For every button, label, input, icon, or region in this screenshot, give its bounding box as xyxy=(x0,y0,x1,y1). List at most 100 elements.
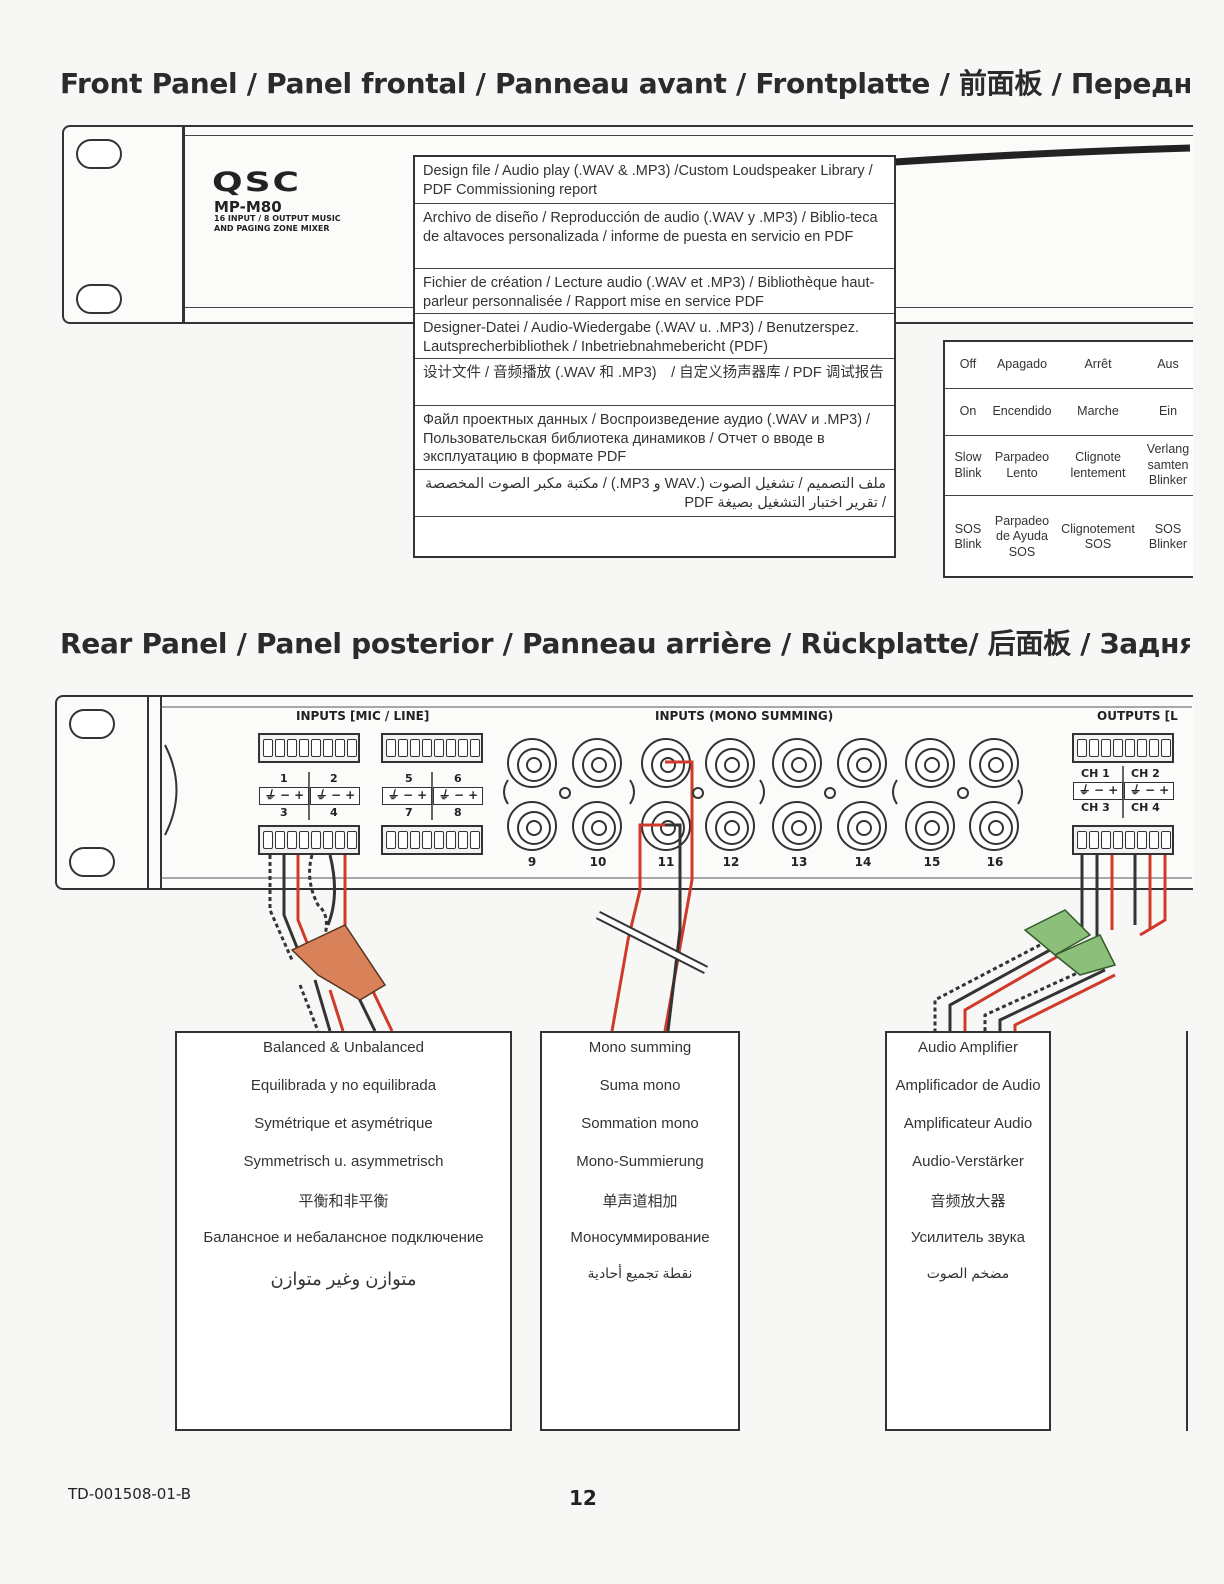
terminal-pin xyxy=(323,739,333,757)
front-panel-title: Front Panel / Panel frontal / Panneau av… xyxy=(60,67,1190,100)
rca-jack[interactable] xyxy=(969,738,1019,788)
terminal-pin xyxy=(1125,739,1135,757)
qsc-logo: QSC xyxy=(212,167,301,198)
front-rack-ear xyxy=(62,125,184,324)
terminal-pin xyxy=(470,831,480,849)
terminal-pin xyxy=(299,831,309,849)
output-channel: CH 2 xyxy=(1131,767,1160,780)
terminal-pin xyxy=(386,831,396,849)
terminal-pin xyxy=(410,739,420,757)
inputs-mic-line-label: INPUTS [MIC / LINE] xyxy=(296,709,430,723)
terminal-pin xyxy=(335,831,345,849)
terminal-pin xyxy=(398,831,408,849)
rca-jack[interactable] xyxy=(572,738,622,788)
dest-label: Suma mono xyxy=(599,1077,681,1094)
lang-row-es: Archivo de diseño / Reproducción de audi… xyxy=(415,204,894,269)
inputs-mono-label: INPUTS (MONO SUMMING) xyxy=(655,709,834,723)
rear-panel-title: Rear Panel / Panel posterior / Panneau a… xyxy=(60,627,1190,660)
rear-rack-ear xyxy=(55,695,165,890)
dest-label: Equilibrada y no equilibrada xyxy=(250,1077,437,1094)
terminal-pin xyxy=(1113,831,1123,849)
terminal-pin xyxy=(1077,739,1087,757)
terminal-pin xyxy=(1137,739,1147,757)
rca-jack[interactable] xyxy=(837,801,887,851)
rca-jack[interactable] xyxy=(507,738,557,788)
terminal-pin xyxy=(398,739,408,757)
rca-jack[interactable] xyxy=(837,738,887,788)
terminal-pin xyxy=(275,739,285,757)
terminal-pin xyxy=(1077,831,1087,849)
terminal-pin xyxy=(1089,831,1099,849)
led-status-legend: Off Apagado Arrêt Aus On Encendido March… xyxy=(943,340,1193,578)
terminal-pin xyxy=(1113,739,1123,757)
rca-jack[interactable] xyxy=(705,801,755,851)
dest-label: 单声道相加 xyxy=(602,1193,678,1210)
mic-terminal-block[interactable] xyxy=(381,733,483,763)
dest-label: Sommation mono xyxy=(581,1115,699,1132)
rca-jack[interactable] xyxy=(969,801,1019,851)
input-number: 2 xyxy=(330,772,338,785)
mic-terminal-block[interactable] xyxy=(258,825,360,855)
rca-jack[interactable] xyxy=(772,738,822,788)
model-name: MP-M80 xyxy=(214,198,282,216)
terminal-pin xyxy=(434,739,444,757)
rca-number: 11 xyxy=(657,855,675,869)
rca-number: 9 xyxy=(527,855,537,869)
dest-label: Балансное и небалансное подключение xyxy=(203,1229,484,1246)
rca-jack[interactable] xyxy=(772,801,822,851)
rack-hole xyxy=(69,709,115,739)
dest-label: Amplificador de Audio xyxy=(895,1077,1041,1094)
rca-jack[interactable] xyxy=(905,738,955,788)
input-number: 8 xyxy=(454,806,462,819)
terminal-pin xyxy=(1149,739,1159,757)
terminal-pin xyxy=(263,739,273,757)
output-terminal-block[interactable] xyxy=(1072,733,1174,763)
terminal-pin xyxy=(347,831,357,849)
input-number: 4 xyxy=(330,806,338,819)
terminal-pin xyxy=(458,739,468,757)
legend-row: On Encendido Marche Ein xyxy=(945,389,1193,436)
mic-terminal-block[interactable] xyxy=(258,733,360,763)
dest-label: Audio-Verstärker xyxy=(912,1153,1024,1170)
terminal-pin xyxy=(287,831,297,849)
terminal-pin xyxy=(1149,831,1159,849)
terminal-pin xyxy=(275,831,285,849)
rca-jack[interactable] xyxy=(507,801,557,851)
terminal-pin xyxy=(446,739,456,757)
terminal-pin xyxy=(1125,831,1135,849)
dest-label: Balanced & Unbalanced xyxy=(263,1039,424,1056)
polarity-label: ⏚ − + xyxy=(1124,782,1174,800)
terminal-pin xyxy=(422,739,432,757)
dest-label: Mono-Summierung xyxy=(576,1153,704,1170)
output-terminal-block[interactable] xyxy=(1072,825,1174,855)
input-number: 5 xyxy=(405,772,413,785)
terminal-pin xyxy=(470,739,480,757)
rca-jack[interactable] xyxy=(572,801,622,851)
terminal-pin xyxy=(1101,739,1111,757)
input-number: 3 xyxy=(280,806,288,819)
dest-label: نقطة تجميع أحادية xyxy=(587,1265,693,1281)
model-description: 16 INPUT / 8 OUTPUT MUSIC AND PAGING ZON… xyxy=(214,214,341,233)
dest-label: Моносуммирование xyxy=(570,1229,710,1246)
rack-hole xyxy=(69,847,115,877)
terminal-pin xyxy=(347,739,357,757)
terminal-pin xyxy=(386,739,396,757)
polarity-label: ⏚ − + xyxy=(310,787,360,805)
rca-number: 12 xyxy=(722,855,740,869)
rca-jack[interactable] xyxy=(705,738,755,788)
legend-row: Off Apagado Arrêt Aus xyxy=(945,342,1193,389)
dest-label: Amplificateur Audio xyxy=(903,1115,1033,1132)
rca-number: 14 xyxy=(854,855,872,869)
mic-terminal-block[interactable] xyxy=(381,825,483,855)
rca-jack[interactable] xyxy=(905,801,955,851)
terminal-pin xyxy=(335,739,345,757)
dest-label: متوازن وغير متوازن xyxy=(270,1269,417,1289)
balanced-destination-box: Balanced & Unbalanced Equilibrada y no e… xyxy=(175,1031,512,1431)
rca-number: 10 xyxy=(589,855,607,869)
dest-label: Symétrique et asymétrique xyxy=(254,1115,433,1132)
dest-label: Mono summing xyxy=(588,1039,692,1056)
polarity-label: ⏚ − + xyxy=(1073,782,1123,800)
rca-number: 13 xyxy=(790,855,808,869)
